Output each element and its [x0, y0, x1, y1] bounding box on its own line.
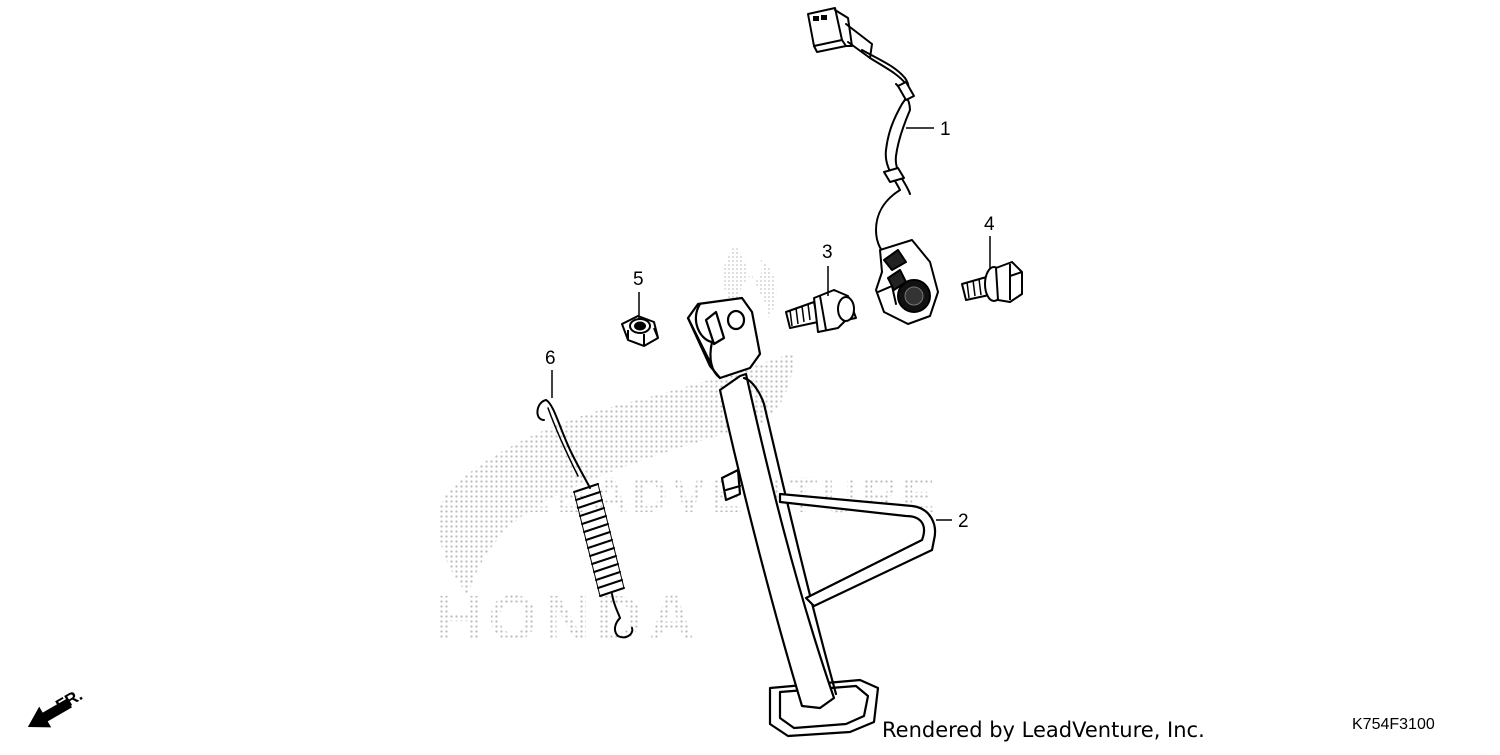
part-side-stand[interactable]	[686, 296, 937, 738]
callout-6[interactable]: 6	[545, 348, 556, 369]
callout-4[interactable]: 4	[984, 214, 995, 235]
part-pivot-bolt[interactable]	[785, 289, 857, 333]
callout-5[interactable]: 5	[633, 269, 644, 290]
part-flange-bolt[interactable]	[961, 261, 1023, 303]
callout-numbers: 1 2 3 4 5 6	[545, 119, 995, 532]
part-lock-nut[interactable]	[621, 315, 659, 347]
callout-2[interactable]: 2	[958, 511, 969, 532]
callout-3[interactable]: 3	[822, 242, 833, 263]
switch-body	[875, 239, 939, 325]
switch-wire	[861, 49, 910, 259]
diagram-code: K754F3100	[1352, 716, 1435, 733]
honda-watermark: LEADVENTURE HONDA	[436, 245, 935, 654]
watermark-wing-stripe	[508, 430, 770, 548]
part-side-stand-switch[interactable]	[807, 7, 939, 325]
render-credit: Rendered by LeadVenture, Inc.	[882, 718, 1205, 742]
callout-leaders	[551, 127, 991, 521]
watermark-honda-text: HONDA	[436, 582, 701, 654]
front-arrow-icon	[27, 698, 72, 728]
watermark-wing-icon	[437, 352, 795, 596]
stand-leg	[718, 372, 836, 710]
spring-coils	[573, 483, 625, 597]
switch-connector	[807, 7, 873, 59]
stand-kick-bar	[778, 492, 937, 608]
front-direction-indicator: FR.	[27, 685, 86, 728]
callout-1[interactable]: 1	[940, 119, 951, 140]
part-stand-spring[interactable]	[536, 399, 634, 639]
